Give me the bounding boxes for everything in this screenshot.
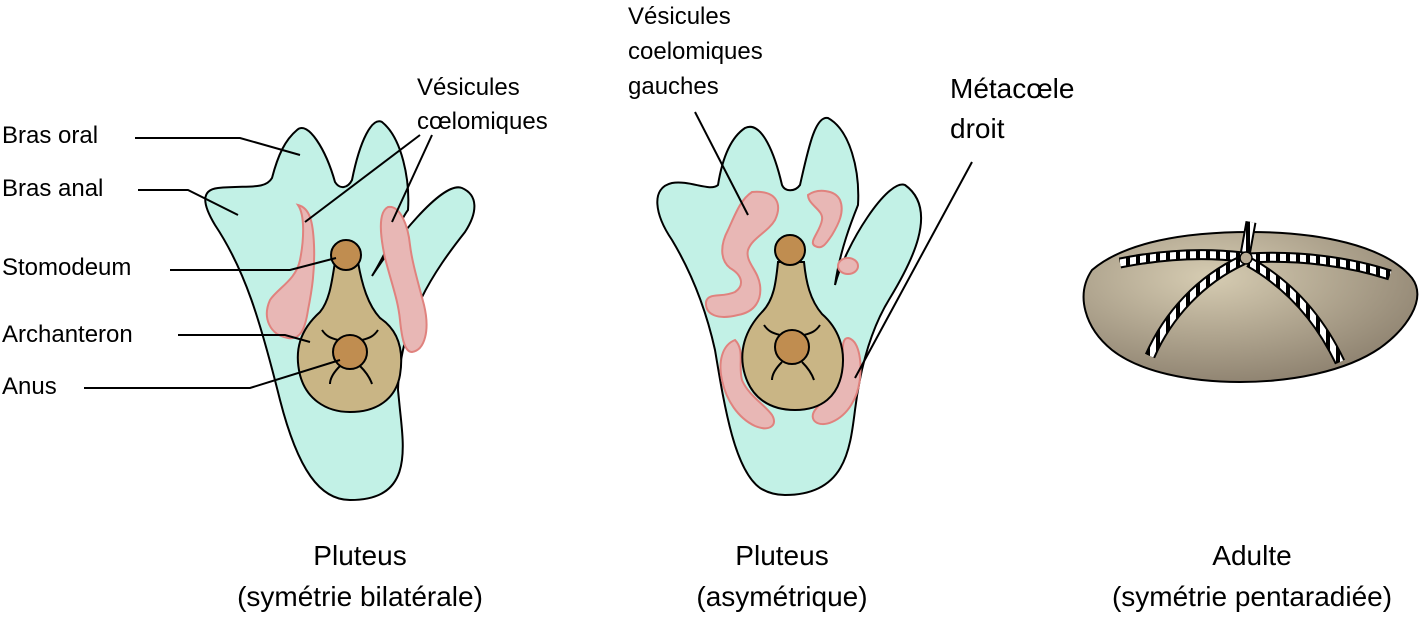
ambulacral-bands xyxy=(1118,221,1392,365)
leader-metacoele xyxy=(854,161,973,379)
caption-left-line2: (symétrie bilatérale) xyxy=(237,581,483,612)
leader-bras-oral xyxy=(135,137,301,156)
coelomic-vesicle-small xyxy=(837,257,859,275)
label-anus: Anus xyxy=(2,373,57,400)
label-stomodeum: Stomodeum xyxy=(2,254,131,281)
caption-right-line2: (symétrie pentaradiée) xyxy=(1112,581,1392,612)
label-vesicules-gauches-line1: Vésicules xyxy=(628,3,731,30)
leader-bras-anal xyxy=(138,189,239,216)
caption-middle-line1: Pluteus xyxy=(735,540,828,571)
anus xyxy=(774,329,810,365)
anus-whiskers xyxy=(321,329,379,385)
leader-vesicules-left xyxy=(304,134,421,223)
leader-anus xyxy=(84,359,341,389)
label-bras-oral: Bras oral xyxy=(2,122,98,149)
coelomic-vesicle-left-upper xyxy=(704,190,780,318)
coelomic-vesicle-left xyxy=(265,203,316,340)
anus xyxy=(332,334,368,370)
label-vesicules-gauches-line3: gauches xyxy=(628,73,719,100)
leader-stomodeum xyxy=(170,257,337,271)
label-metacoele-line1: Métacœle xyxy=(950,73,1074,104)
coelomic-vesicle-right xyxy=(379,205,428,354)
stomodeum xyxy=(774,234,806,266)
leader-vesicules-gauches xyxy=(694,111,749,216)
adult-urchin: Adulte (symétrie pentaradiée) xyxy=(1082,221,1419,612)
pluteus-bilateral: Bras oral Bras anal Stomodeum Archantero… xyxy=(2,74,548,612)
pluteus-asymmetric: Vésicules coelomiques gauches Métacœle d… xyxy=(628,3,1074,612)
coelomic-vesicle-lower-left xyxy=(719,338,775,430)
label-archanteron: Archanteron xyxy=(2,321,133,348)
label-vesicules-line1: Vésicules xyxy=(417,74,520,101)
leader-vesicules-right xyxy=(391,134,433,223)
label-vesicules-line2: cœlomiques xyxy=(417,108,548,135)
stomodeum xyxy=(330,239,362,271)
label-metacoele-line2: droit xyxy=(950,113,1005,144)
label-vesicules-gauches-line2: coelomiques xyxy=(628,38,763,65)
caption-middle-line2: (asymétrique) xyxy=(696,581,867,612)
label-bras-anal: Bras anal xyxy=(2,175,103,202)
coelomic-vesicle-left-right xyxy=(806,189,843,249)
anus-whiskers xyxy=(763,324,821,381)
caption-left-line1: Pluteus xyxy=(313,540,406,571)
leader-archanteron xyxy=(178,334,311,343)
caption-right-line1: Adulte xyxy=(1212,540,1291,571)
apical-disc xyxy=(1239,251,1253,265)
